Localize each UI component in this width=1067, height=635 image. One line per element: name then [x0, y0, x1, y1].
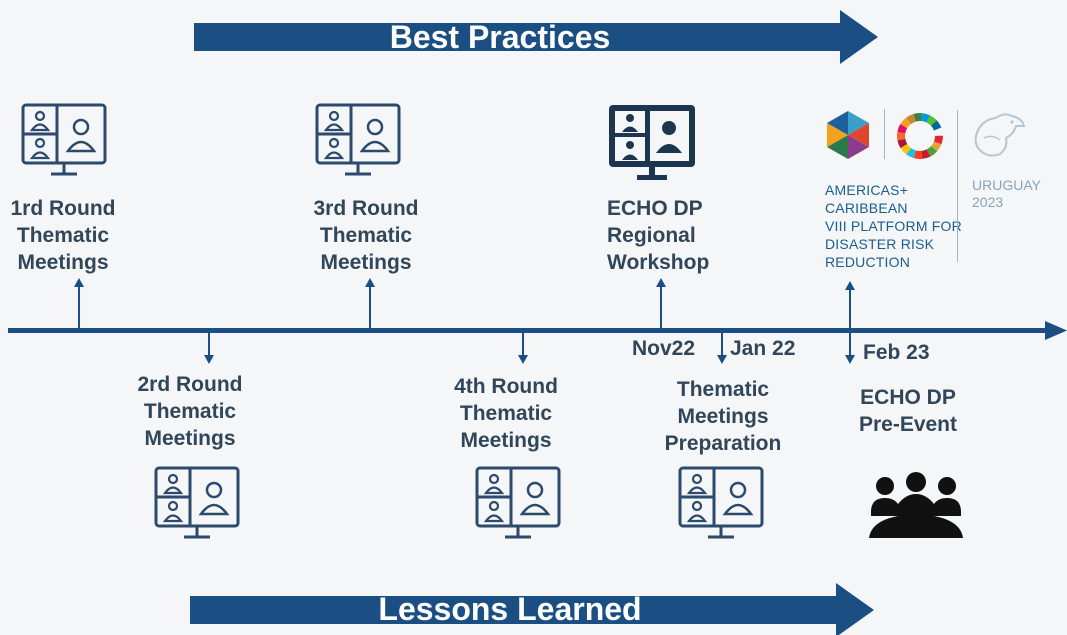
- sdg-wheel-icon: [897, 113, 943, 159]
- bird-logo-icon: [974, 113, 1026, 157]
- best-practices-label: Best Practices: [389, 19, 611, 55]
- event-label-pre-event: ECHO DP Pre-Event: [858, 386, 958, 436]
- connector-arrow-down: [518, 332, 528, 364]
- event-label-2nd-round: 2rd Round Thematic Meetings: [137, 373, 243, 450]
- video-conference-icon: [315, 103, 401, 176]
- video-conference-icon: [154, 466, 240, 539]
- lessons-learned-banner: [190, 583, 874, 635]
- logo-divider: [957, 110, 958, 262]
- connector-arrow-down: [845, 332, 855, 364]
- hexagon-logo-icon: [827, 111, 869, 159]
- connector-arrow-down: [717, 332, 727, 364]
- date-jan22: Jan 22: [730, 337, 796, 360]
- event-label-4th-round: 4th Round Thematic Meetings: [454, 375, 558, 452]
- event-label-1st-round: 1rd Round Thematic Meetings: [10, 197, 116, 274]
- video-conference-icon: [475, 466, 561, 539]
- connector-arrow-up: [74, 278, 84, 330]
- country-year-label: URUGUAY 2023: [972, 177, 1041, 210]
- event-label-3rd-round: 3rd Round Thematic Meetings: [313, 197, 419, 274]
- video-conference-icon: [21, 103, 107, 176]
- connector-arrow-down: [204, 332, 214, 364]
- platform-logo-text: AMERICAS+ CARIBBEAN VIII PLATFORM FOR DI…: [825, 182, 962, 270]
- event-label-regional-workshop: ECHO DP Regional Workshop: [607, 197, 710, 274]
- group-meeting-icon: [869, 472, 963, 538]
- date-feb23: Feb 23: [863, 341, 930, 364]
- connector-arrow-up: [845, 281, 855, 330]
- video-conference-icon: [609, 105, 695, 180]
- connector-arrow-up: [365, 278, 375, 330]
- logo-divider: [884, 109, 885, 159]
- connector-arrow-up: [656, 278, 666, 330]
- timeline-axis: [8, 321, 1067, 340]
- date-nov22: Nov22: [632, 337, 696, 360]
- event-label-meetings-preparation: Thematic Meetings Preparation: [664, 378, 782, 455]
- video-conference-icon: [678, 466, 764, 539]
- lessons-learned-label: Lessons Learned: [378, 591, 642, 627]
- best-practices-banner: [194, 10, 878, 64]
